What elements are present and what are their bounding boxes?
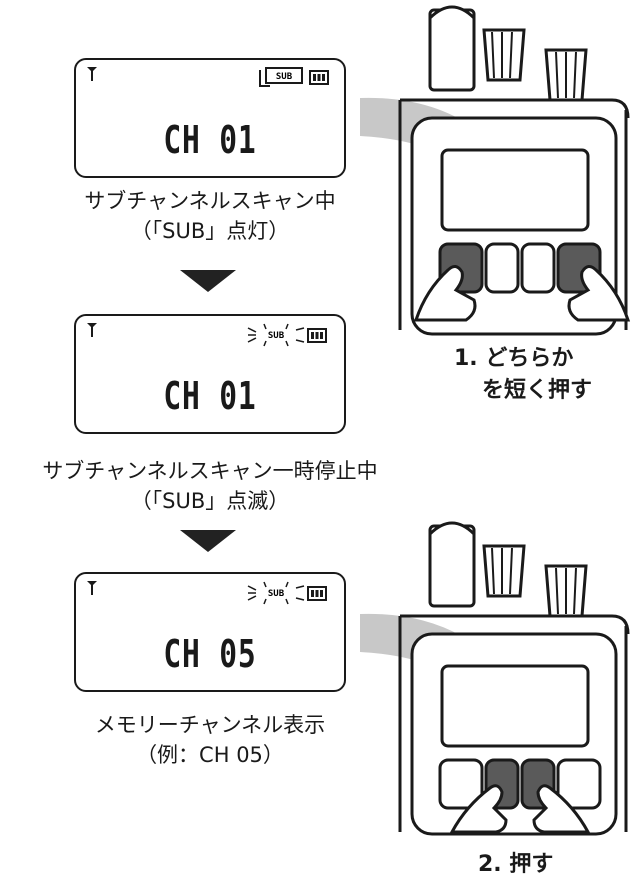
battery-icon xyxy=(307,586,327,601)
finger-pointer-icon xyxy=(413,265,477,322)
caption-2-line1: サブチャンネルスキャン一時停止中 xyxy=(42,459,378,483)
sub-text-3: SUB xyxy=(268,589,285,599)
down-arrow-icon xyxy=(180,270,236,292)
antenna-icon xyxy=(87,67,97,81)
sub-indicator-blinking: SUB xyxy=(247,581,327,605)
step-1-label: 1. どちらか を短く押す xyxy=(454,340,592,404)
caption-2-line2: （「SUB」点滅） xyxy=(130,489,290,513)
blink-rays-icon xyxy=(247,323,305,347)
antenna-icon xyxy=(87,323,97,337)
sub-indicator-blinking: SUB xyxy=(247,323,327,347)
caption-3-line1: メモリーチャンネル表示 xyxy=(94,713,326,737)
caption-3-line2: （例：CH 05） xyxy=(136,743,284,767)
caption-3: メモリーチャンネル表示 （例：CH 05） xyxy=(0,710,420,770)
caption-2: サブチャンネルスキャン一時停止中 （「SUB」点滅） xyxy=(0,456,420,516)
lcd-panel-3: SUB CH 05 xyxy=(74,572,346,692)
down-arrow-icon xyxy=(180,530,236,552)
channel-display-1: CH 01 xyxy=(163,118,257,162)
caption-1-line2: （「SUB」点灯） xyxy=(130,219,290,243)
caption-1: サブチャンネルスキャン中 （「SUB」点灯） xyxy=(0,186,420,246)
blink-rays-icon xyxy=(247,581,305,605)
lcd-panel-1: SUB CH 01 xyxy=(74,58,346,178)
channel-display-2: CH 01 xyxy=(163,374,257,418)
step-1-line2: を短く押す xyxy=(482,378,593,403)
step-2-line1: 2. 押す xyxy=(478,852,554,877)
battery-icon xyxy=(309,70,329,85)
channel-display-3: CH 05 xyxy=(163,632,257,676)
finger-pointer-icon xyxy=(567,265,631,322)
sub-indicator: SUB xyxy=(259,67,329,87)
finger-pointer-icon xyxy=(532,784,591,834)
antenna-icon xyxy=(87,581,97,595)
sub-text-2: SUB xyxy=(268,331,285,341)
step-2-label: 2. 押す xyxy=(478,846,553,878)
caption-1-line1: サブチャンネルスキャン中 xyxy=(84,189,336,213)
step-1-line1: 1. どちらか xyxy=(454,346,574,371)
battery-icon xyxy=(307,328,327,343)
radio-illustration-top xyxy=(360,5,631,336)
sub-text-1: SUB xyxy=(276,72,293,82)
finger-pointer-icon xyxy=(449,784,508,834)
radio-illustration-bottom xyxy=(360,521,630,836)
lcd-panel-2: SUB CH 01 xyxy=(74,314,346,434)
